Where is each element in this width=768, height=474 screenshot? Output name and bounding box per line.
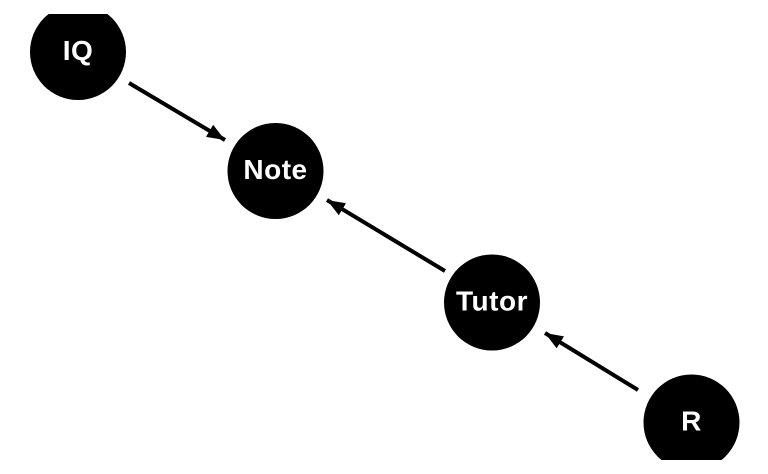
node-label-tutor: Tutor — [456, 286, 528, 317]
edge-tutor-to-note — [325, 198, 447, 273]
node-iq: IQ — [30, 14, 126, 100]
node-label-r: R — [681, 406, 702, 437]
node-r: R — [643, 374, 740, 460]
node-circle-tutor — [444, 254, 540, 351]
node-circle-r — [643, 374, 740, 460]
node-circle-note — [227, 123, 324, 219]
edge-iq-to-note — [127, 81, 227, 142]
node-note: Note — [227, 123, 324, 219]
node-label-note: Note — [243, 154, 307, 185]
edges-group — [127, 81, 640, 392]
node-tutor: Tutor — [444, 254, 540, 351]
node-label-iq: IQ — [63, 35, 94, 66]
edge-r-to-tutor — [543, 331, 640, 392]
node-circle-iq — [30, 14, 126, 100]
